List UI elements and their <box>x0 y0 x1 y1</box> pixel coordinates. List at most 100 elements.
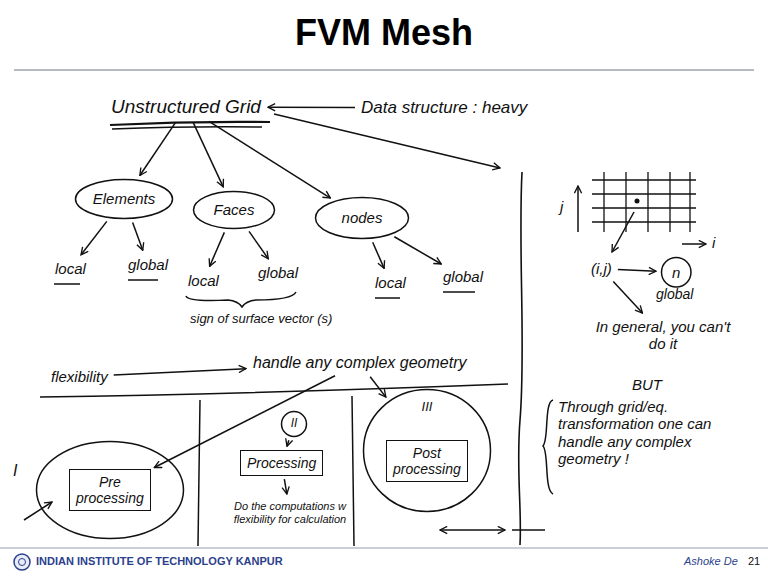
node-text: local <box>188 272 219 289</box>
slide-title: FVM Mesh <box>0 12 768 54</box>
title-rule <box>14 69 754 71</box>
connector-arrow <box>140 122 176 175</box>
connector-arrow <box>209 121 330 198</box>
sketch-arrow <box>274 114 500 168</box>
oval-outline <box>37 442 184 539</box>
oval-node: Faces <box>192 190 276 230</box>
connector-arrow <box>81 221 107 254</box>
connector-arrow <box>193 123 223 187</box>
index-word: local <box>185 270 222 291</box>
node-text: local <box>55 260 86 277</box>
node-text: Pre processing <box>70 474 150 506</box>
axis-arrow <box>682 243 706 245</box>
note-text: In general, you can't do it <box>585 316 741 355</box>
stage-circle: IPre processing <box>35 440 185 540</box>
heading-text: Unstructured Grid <box>108 94 264 120</box>
divider-line <box>352 396 354 546</box>
node-text: local <box>375 274 406 291</box>
node-text: Elements <box>93 190 156 207</box>
underline <box>54 283 80 285</box>
node-text: II <box>291 417 298 431</box>
axis-label: i <box>712 234 715 251</box>
index-word: local <box>372 272 409 293</box>
note-text: Data structure : heavy <box>358 96 530 120</box>
brace <box>186 292 296 307</box>
node-text: Post processing <box>387 445 467 477</box>
oval-outline <box>316 198 409 239</box>
oval-outline <box>194 192 275 229</box>
author-name: Ashoke De <box>684 555 738 568</box>
grid-sketch <box>592 172 696 232</box>
note-text: flexibility <box>48 366 111 387</box>
underline <box>375 297 400 299</box>
process-box: Post processing <box>386 440 468 482</box>
connector-arrow <box>114 369 246 375</box>
node-text: III <box>422 400 433 415</box>
node-text: Data structure : heavy <box>361 98 527 118</box>
connector-arrow <box>249 231 268 258</box>
slide-number: 21 <box>748 555 760 568</box>
underline <box>443 291 475 293</box>
underline <box>110 122 270 125</box>
node-text: global <box>258 264 298 281</box>
connector-arrow <box>284 479 287 494</box>
node-text: handle any complex geometry <box>253 354 466 372</box>
bracket <box>543 400 553 494</box>
cross-mark <box>512 529 545 531</box>
stage-circle: III Post processing <box>362 388 492 513</box>
sketch-arrow <box>612 212 634 252</box>
connector-arrow <box>394 237 441 264</box>
institute-logo <box>14 554 30 570</box>
node-text: flexibility <box>51 368 108 385</box>
node-text: Faces <box>214 201 255 218</box>
note-label: sign of surface vector (s) <box>190 312 332 327</box>
node-text: global <box>443 268 483 285</box>
connector-arrow <box>370 377 386 397</box>
index-word: global <box>255 262 301 283</box>
sketch-arrow <box>24 502 52 520</box>
note-label: global <box>656 286 693 302</box>
connector-arrow <box>154 376 335 468</box>
note-label: Through grid/eq. transformation one can … <box>558 398 743 467</box>
oval-outline <box>364 390 491 512</box>
node-text: global <box>128 256 168 273</box>
connector-arrow <box>133 223 143 251</box>
index-word: local <box>52 258 89 279</box>
oval-node: Elements <box>74 178 174 220</box>
note-text: Do the computations w flexibility for ca… <box>228 498 352 527</box>
oval-node: nodes <box>314 196 410 240</box>
node-text: In general, you can't do it <box>588 318 738 353</box>
connector-arrow <box>268 106 355 108</box>
callout-number: II <box>280 410 308 438</box>
node-text: Unstructured Grid <box>111 96 261 118</box>
circle-outline <box>662 258 691 287</box>
oval-outline <box>76 180 173 219</box>
grid-point <box>635 199 640 204</box>
underline <box>128 279 158 281</box>
connector-arrow <box>613 281 642 313</box>
institute-logo <box>19 559 26 566</box>
connector-arrow <box>287 440 289 446</box>
node-text: Processing <box>247 455 316 471</box>
connector-arrow <box>210 232 225 266</box>
axis-label: j <box>560 198 563 215</box>
index-pair: (i,j) <box>588 258 615 279</box>
connector-arrow <box>618 269 656 271</box>
index-word: global <box>125 254 171 275</box>
footer-rule <box>0 547 768 549</box>
underline <box>112 127 262 129</box>
circled-index: n <box>660 256 692 288</box>
note-label: BUT <box>632 376 662 393</box>
divider-line <box>519 172 523 545</box>
process-box: Pre processing <box>69 469 151 511</box>
axis-arrow <box>577 186 579 232</box>
node-text: (i,j) <box>591 260 612 277</box>
node-text: I <box>13 462 17 480</box>
connector-arrow <box>373 242 384 268</box>
note-text: handle any complex geometry <box>250 352 469 374</box>
node-text: nodes <box>342 209 383 226</box>
index-word: global <box>440 266 486 287</box>
institute-name: INDIAN INSTITUTE OF TECHNOLOGY KANPUR <box>36 555 283 568</box>
divider-line <box>198 400 200 546</box>
